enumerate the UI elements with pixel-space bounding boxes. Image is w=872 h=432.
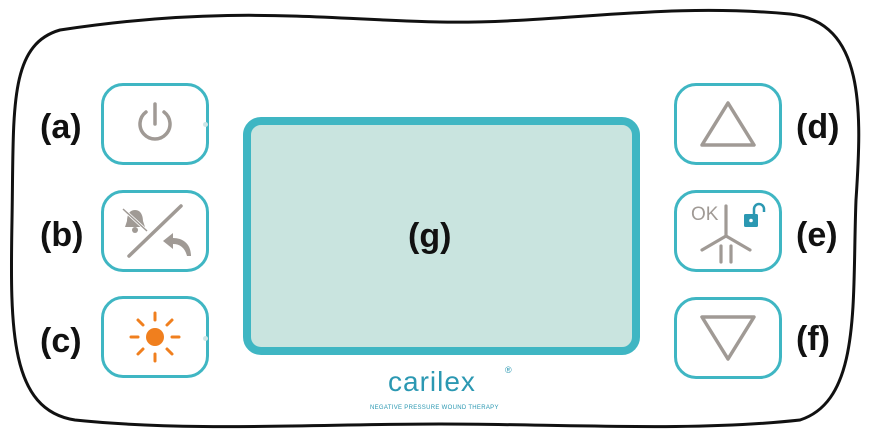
brightness-button[interactable]: [101, 296, 209, 378]
brand-tagline: NEGATIVE PRESSURE WOUND THERAPY: [370, 405, 499, 411]
label-d: (d): [796, 108, 840, 146]
label-f: (f): [796, 320, 830, 358]
power-icon: [138, 102, 172, 141]
power-indicator-led: [203, 122, 208, 127]
down-button[interactable]: [674, 297, 782, 379]
power-button[interactable]: [101, 83, 209, 165]
up-button[interactable]: [674, 83, 782, 165]
ok-lock-pause-icon: OK: [691, 202, 766, 264]
brand-logo: carilex: [388, 366, 476, 397]
triangle-down-icon: [700, 315, 756, 361]
triangle-up-icon: [700, 101, 756, 147]
mute-back-icon: [121, 204, 191, 258]
label-g: (g): [408, 217, 452, 255]
label-e: (e): [796, 216, 838, 254]
ok-lock-pause-button[interactable]: OK: [674, 190, 782, 272]
brightness-indicator-led: [203, 336, 208, 341]
label-a: (a): [40, 108, 82, 146]
ok-text: OK: [691, 204, 719, 225]
label-b: (b): [40, 216, 84, 254]
registered-mark: ®: [505, 365, 512, 375]
label-c: (c): [40, 322, 82, 360]
display-screen: [243, 117, 640, 355]
brightness-icon: [129, 311, 181, 363]
mute-back-button[interactable]: [101, 190, 209, 272]
